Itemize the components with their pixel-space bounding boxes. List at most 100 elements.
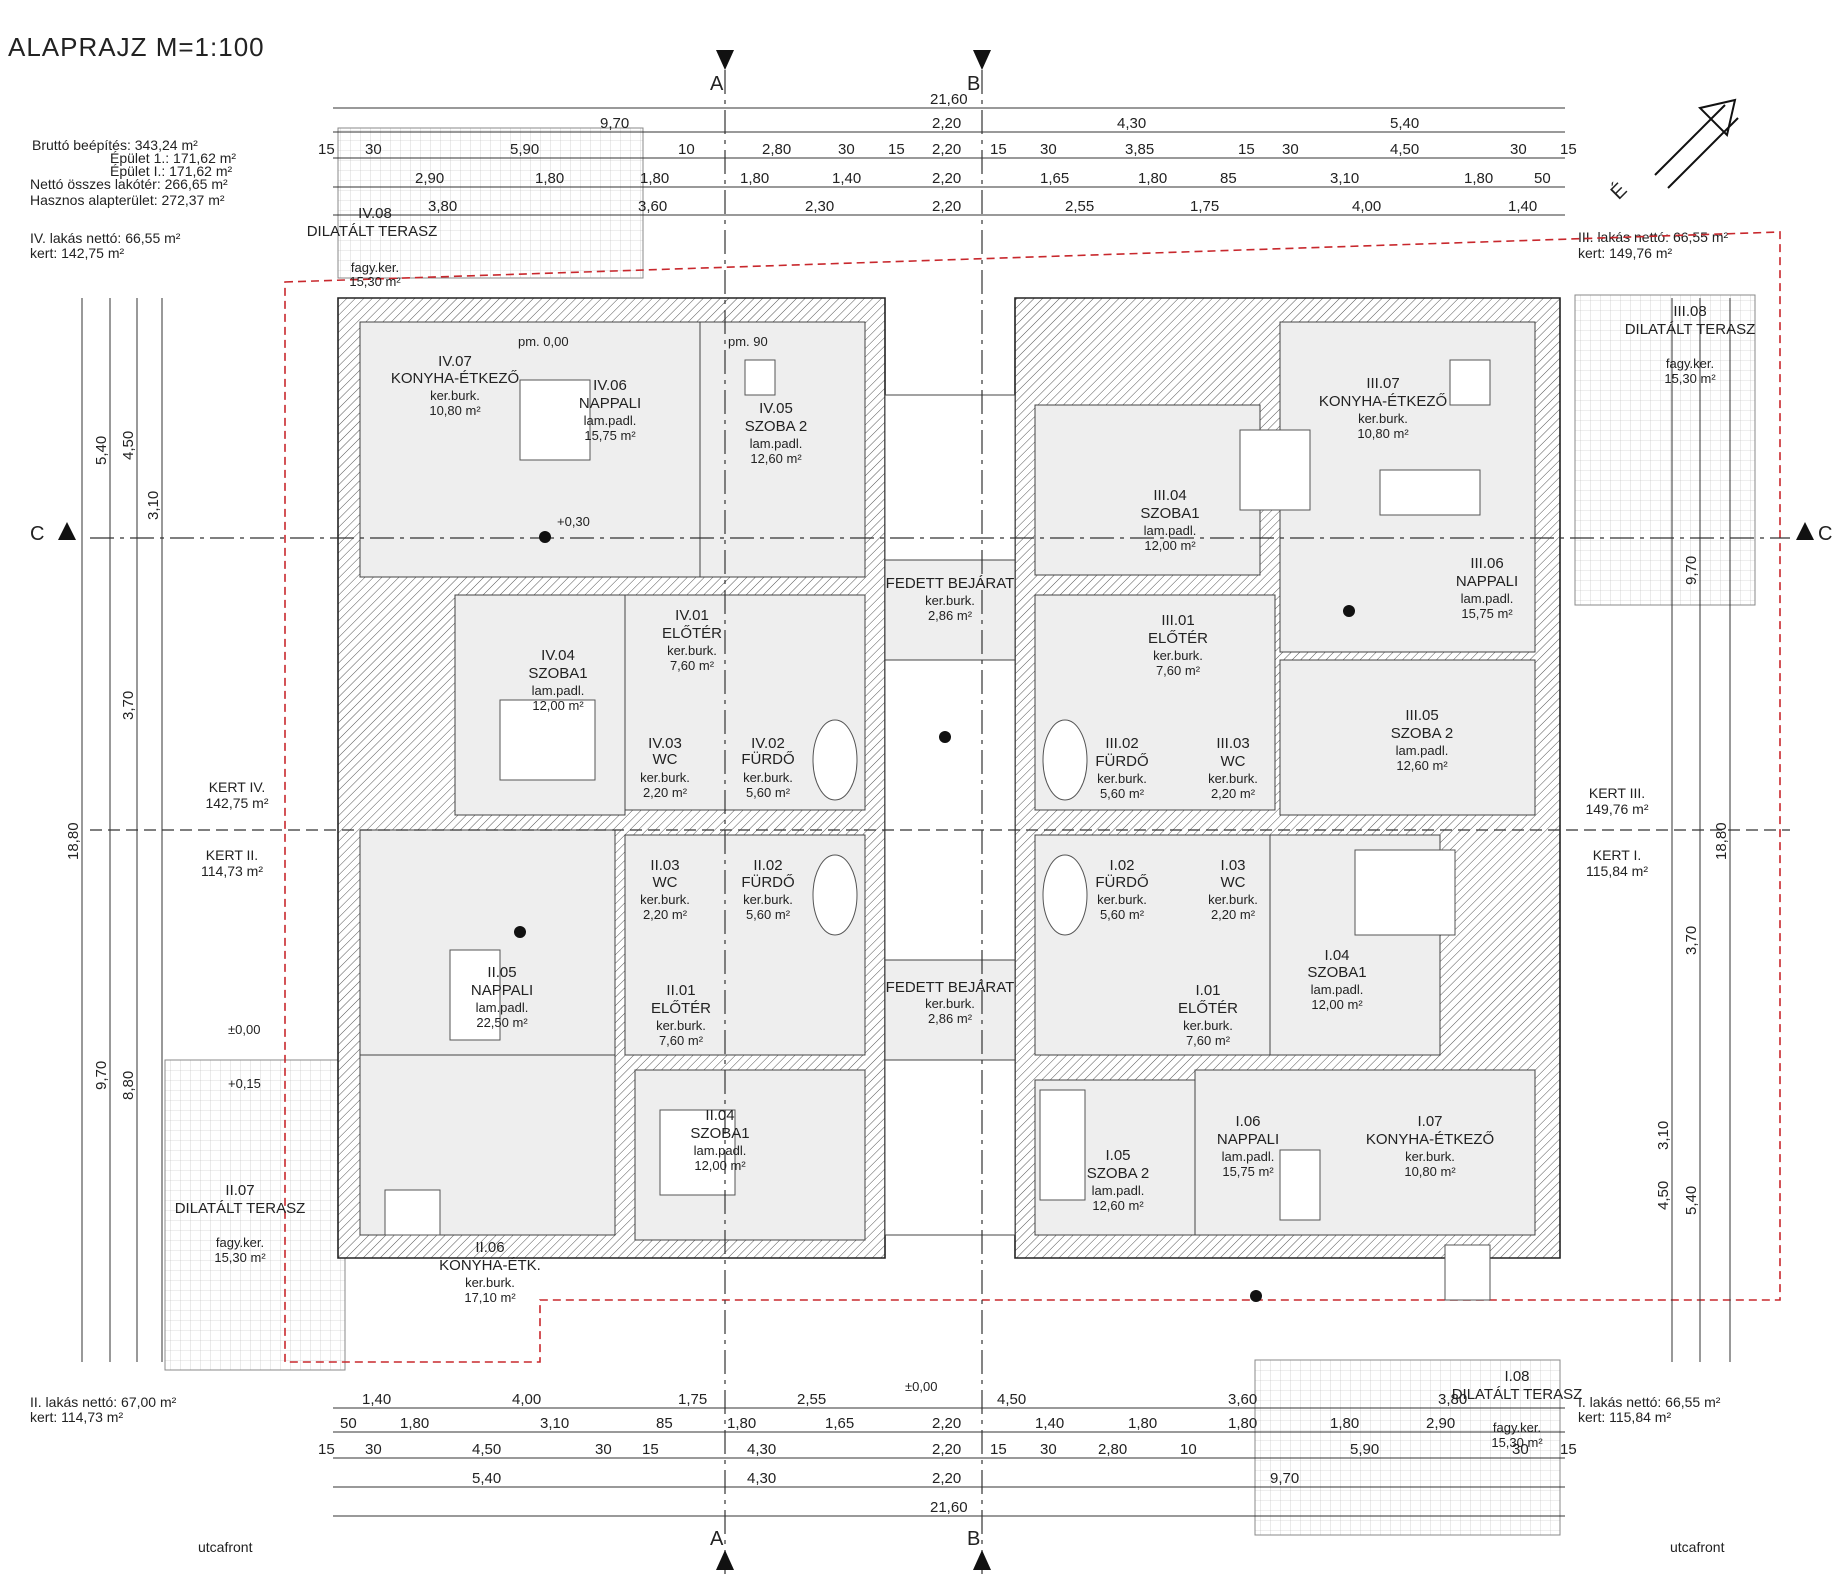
room-ii-06: II.06 KONYHA-ÉTK. ker.burk. 17,10 m² bbox=[439, 1239, 541, 1305]
section-label-a: A bbox=[710, 73, 724, 95]
entrance-porch-bottom bbox=[884, 959, 1016, 1061]
dim-label: 5,90 bbox=[1350, 1441, 1379, 1458]
room-area: 15,75 m² bbox=[584, 428, 636, 443]
summary-line: Épület 1.: 171,62 m² bbox=[110, 150, 236, 166]
room-finish: fagy.ker. bbox=[351, 260, 399, 275]
dim-label: 15 bbox=[642, 1441, 659, 1458]
room-area: 2,20 m² bbox=[643, 785, 688, 800]
plot-boundary bbox=[284, 231, 1781, 1363]
street-label: utcafront bbox=[1670, 1539, 1725, 1555]
room-name: ELŐTÉR bbox=[662, 625, 722, 642]
dim-label: 15 bbox=[1238, 141, 1255, 158]
garden-area: 142,75 m² bbox=[205, 795, 268, 811]
dim-label: 1,80 bbox=[640, 170, 669, 187]
room-name: ELŐTÉR bbox=[1178, 1000, 1238, 1017]
room-finish: ker.burk. bbox=[1183, 1018, 1233, 1033]
unit-totals: IV. lakás nettó: 66,55 m² kert: 142,75 m… bbox=[30, 229, 1729, 1425]
dim-label: 30 bbox=[1512, 1441, 1529, 1458]
room-name: NAPPALI bbox=[579, 395, 641, 412]
unit-label: IV. lakás nettó: 66,55 m² bbox=[30, 230, 181, 246]
dim-label: 2,20 bbox=[932, 1470, 961, 1487]
dim-label: 30 bbox=[1040, 1441, 1057, 1458]
garden-area: 114,73 m² bbox=[201, 863, 263, 879]
unit-label: I. lakás nettó: 66,55 m² bbox=[1578, 1394, 1721, 1410]
dim-label: 3,10 bbox=[1330, 170, 1359, 187]
room-area: 7,60 m² bbox=[670, 658, 715, 673]
room-id: IV.05 bbox=[759, 400, 793, 417]
room-id: II.01 bbox=[666, 982, 695, 999]
dim-label: 1,80 bbox=[1464, 170, 1493, 187]
level-marker-icon bbox=[1250, 1290, 1262, 1302]
level-marker-icon bbox=[1343, 605, 1355, 617]
unit-garden: kert: 114,73 m² bbox=[30, 1409, 123, 1425]
room-iii-04: III.04 SZOBA1 lam.padl. 12,00 m² bbox=[1140, 487, 1199, 553]
room-id: IV.01 bbox=[675, 607, 709, 624]
dim-label: 2,20 bbox=[932, 1415, 961, 1432]
room-finish: ker.burk. bbox=[640, 770, 690, 785]
dim-label: 15 bbox=[318, 141, 335, 158]
dim-label: 2,20 bbox=[932, 170, 961, 187]
room-id: I.07 bbox=[1417, 1113, 1442, 1130]
dim-label: 5,40 bbox=[472, 1470, 501, 1487]
furniture bbox=[384, 359, 1491, 1301]
room-name: SZOBA1 bbox=[1307, 964, 1366, 981]
room-iv-03: IV.03 WC ker.burk. 2,20 m² bbox=[640, 735, 690, 800]
room-name: FÜRDŐ bbox=[741, 750, 794, 768]
room-i-04: I.04 SZOBA1 lam.padl. 12,00 m² bbox=[1307, 947, 1366, 1012]
garden-name: KERT I. bbox=[1593, 847, 1642, 863]
room-name: FÜRDŐ bbox=[1095, 873, 1148, 891]
room-area: 5,60 m² bbox=[746, 907, 791, 922]
dim-label: 15 bbox=[1560, 1441, 1577, 1458]
room-area: 15,30 m² bbox=[214, 1250, 266, 1265]
entrance-area: 2,86 m² bbox=[928, 608, 973, 623]
dim-label: 30 bbox=[365, 1441, 382, 1458]
room-name: DILATÁLT TERASZ bbox=[1625, 321, 1756, 338]
room-id: III.01 bbox=[1161, 612, 1194, 629]
room-id: I.05 bbox=[1105, 1147, 1130, 1164]
section-label-a-bottom: A bbox=[710, 1528, 724, 1550]
room-finish: lam.padl. bbox=[750, 436, 803, 451]
dim-label: 15 bbox=[1560, 141, 1577, 158]
drawing-title: ALAPRAJZ M=1:100 bbox=[8, 32, 265, 62]
room-finish: ker.burk. bbox=[743, 770, 793, 785]
entrance-finish: ker.burk. bbox=[925, 996, 975, 1011]
room-area: 15,75 m² bbox=[1461, 606, 1513, 621]
level-marker-icon bbox=[939, 731, 951, 743]
room-iv-06: IV.06 NAPPALI lam.padl. 15,75 m² bbox=[579, 377, 641, 443]
dim-label: 1,80 bbox=[535, 170, 564, 187]
dim-label: 4,50 bbox=[120, 431, 137, 460]
room-area: 12,00 m² bbox=[1311, 997, 1363, 1012]
dim-label: 1,80 bbox=[727, 1415, 756, 1432]
room-i-01: I.01 ELŐTÉR ker.burk. 7,60 m² bbox=[1178, 982, 1238, 1048]
dim-label: 1,40 bbox=[832, 170, 861, 187]
level-label: ±0,00 bbox=[905, 1379, 937, 1394]
dim-label: 4,00 bbox=[512, 1391, 541, 1408]
room-id: III.08 bbox=[1673, 303, 1706, 320]
room-name: FÜRDŐ bbox=[741, 873, 794, 891]
dim-label: 1,80 bbox=[1330, 1415, 1359, 1432]
room-finish: ker.burk. bbox=[1097, 892, 1147, 907]
room-name: ELŐTÉR bbox=[651, 1000, 711, 1017]
summary-line: Épület I.: 171,62 m² bbox=[110, 163, 233, 179]
room-iii-05: III.05 SZOBA 2 lam.padl. 12,60 m² bbox=[1391, 707, 1454, 773]
dim-label: 5,40 bbox=[1390, 115, 1419, 132]
room-area: 5,60 m² bbox=[746, 785, 791, 800]
dim-label: 30 bbox=[838, 141, 855, 158]
dim-label: 1,80 bbox=[1138, 170, 1167, 187]
dim-label: 15 bbox=[888, 141, 905, 158]
section-arrow-icon bbox=[1796, 522, 1814, 540]
dim-label: 4,50 bbox=[1390, 141, 1419, 158]
room-name: KONYHA-ÉTKEZŐ bbox=[391, 370, 519, 387]
room-area: 15,30 m² bbox=[349, 274, 401, 289]
room-finish: lam.padl. bbox=[532, 683, 585, 698]
room-area: 2,20 m² bbox=[643, 907, 688, 922]
room-area: 5,60 m² bbox=[1100, 786, 1145, 801]
dim-label: 50 bbox=[1534, 170, 1551, 187]
dim-label: 2,20 bbox=[932, 115, 961, 132]
dim-label: 2,20 bbox=[932, 198, 961, 215]
dim-label: 4,30 bbox=[747, 1441, 776, 1458]
room-area: 10,80 m² bbox=[429, 403, 481, 418]
dim-label: 2,55 bbox=[1065, 198, 1094, 215]
section-arrow-icon bbox=[973, 50, 991, 70]
dim-label: 3,80 bbox=[428, 198, 457, 215]
